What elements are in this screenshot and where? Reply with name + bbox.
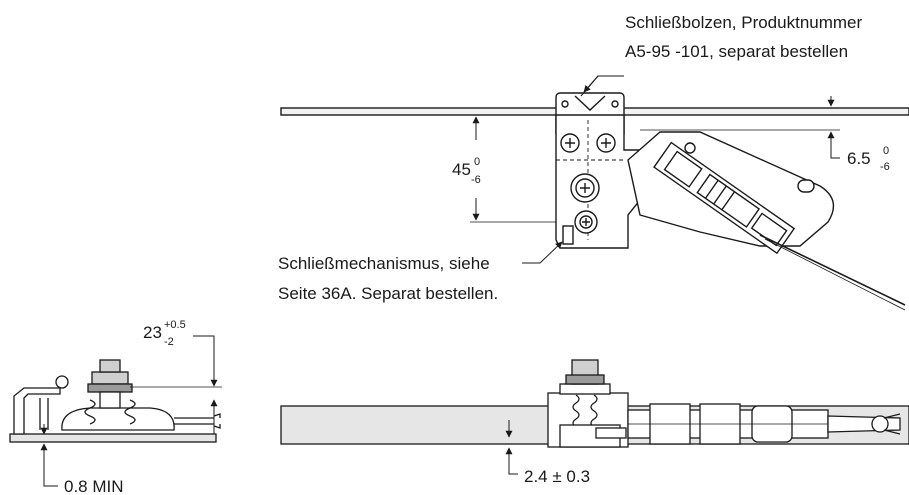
actuator-body — [627, 131, 906, 311]
top-view — [280, 92, 909, 311]
end-view — [9, 359, 221, 443]
side-view — [280, 359, 909, 448]
dimension-0-8: 0.8 MIN — [40, 424, 124, 495]
dim-6-5-lower: -6 — [880, 161, 890, 173]
dimension-23: 23 +0.5 -2 — [130, 319, 222, 434]
mech-label-line1: Schließmechanismus, siehe — [278, 254, 490, 273]
dim-6-5-main: 6.5 — [847, 149, 871, 168]
latch-mounting-plate — [555, 114, 641, 249]
dim-0-8-label: 0.8 MIN — [64, 477, 124, 495]
bolt-callout: Schließbolzen, Produktnummer A5-95 -101,… — [580, 13, 863, 97]
dim-45-main: 45 — [452, 160, 471, 179]
dim-23-main: 23 — [143, 323, 162, 342]
dim-45-lower: -6 — [471, 174, 481, 186]
dimension-6-5: 6.5 0 -6 — [640, 96, 890, 173]
mech-label-line2: Seite 36A. Separat bestellen. — [278, 284, 498, 303]
dim-6-5-upper: 0 — [883, 145, 889, 157]
dim-45-upper: 0 — [474, 156, 480, 168]
dimension-2-4: 2.4 ± 0.3 — [505, 420, 590, 486]
dimension-45: 45 0 -6 — [452, 114, 556, 223]
bolt-label-line2: A5-95 -101, separat bestellen — [625, 42, 848, 61]
mechanism-callout: Schließmechanismus, siehe Seite 36A. Sep… — [278, 241, 563, 303]
dim-23-upper: +0.5 — [164, 319, 186, 331]
bolt-label-line1: Schließbolzen, Produktnummer — [625, 13, 863, 32]
dim-2-4-label: 2.4 ± 0.3 — [524, 467, 590, 486]
dim-23-lower: -2 — [164, 336, 174, 348]
